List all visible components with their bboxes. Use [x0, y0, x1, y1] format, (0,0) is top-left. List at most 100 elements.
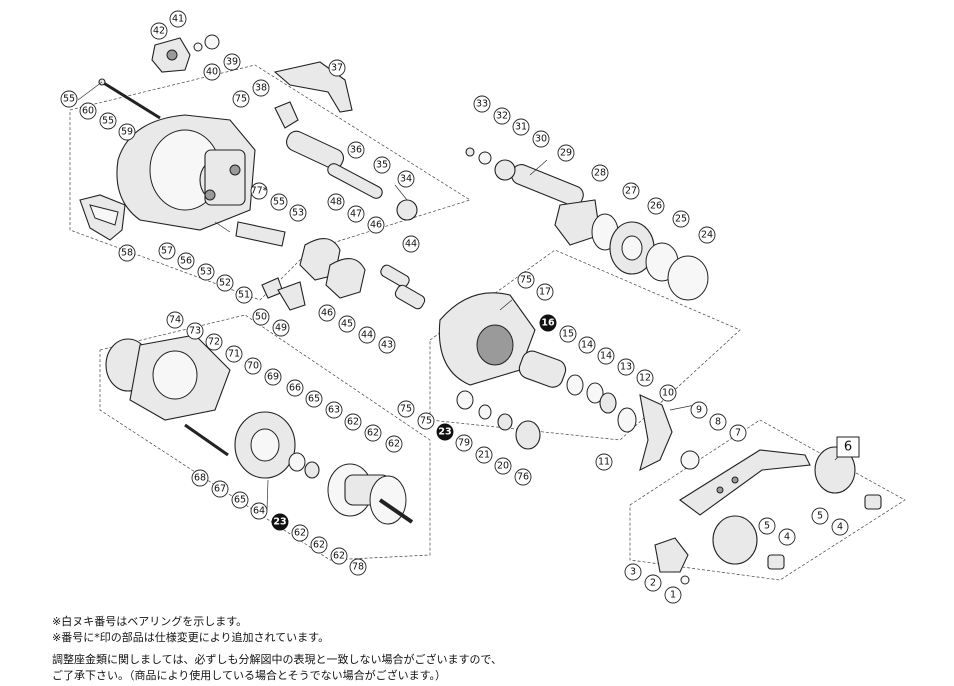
- svg-text:1: 1: [670, 590, 676, 601]
- callout-46b: 46: [318, 304, 336, 322]
- callout-3: 3: [624, 563, 642, 581]
- callout-74: 74: [166, 311, 184, 329]
- callout-57: 57: [158, 242, 176, 260]
- svg-text:39: 39: [226, 57, 238, 68]
- callout-46a: 46: [367, 216, 385, 234]
- svg-text:53: 53: [200, 267, 212, 278]
- callout-63: 63: [325, 401, 343, 419]
- note-shims-cont: ご了承下さい。（商品により使用している場合とそうでない場合がございます。）: [52, 669, 447, 682]
- callout-49: 49: [272, 319, 290, 337]
- svg-text:56: 56: [180, 256, 192, 267]
- callout-52: 52: [216, 274, 234, 292]
- callout-20: 20: [494, 457, 512, 475]
- svg-text:44: 44: [405, 239, 417, 250]
- svg-text:23: 23: [273, 517, 286, 528]
- callout-1: 1: [664, 586, 682, 604]
- callout-64: 64: [250, 502, 268, 520]
- callout-53b: 53: [197, 263, 215, 281]
- svg-text:48: 48: [330, 197, 342, 208]
- svg-text:40: 40: [206, 67, 218, 78]
- callout-16: 16: [539, 314, 557, 332]
- callout-25: 25: [672, 210, 690, 228]
- clutch-plates: [235, 221, 426, 311]
- callout-78: 78: [349, 558, 367, 576]
- callout-14a: 14: [578, 336, 596, 354]
- callout-59: 59: [118, 123, 136, 141]
- svg-text:68: 68: [194, 473, 206, 484]
- svg-text:6: 6: [844, 440, 852, 455]
- star-drag: [639, 394, 700, 472]
- callout-62b: 62: [364, 424, 382, 442]
- svg-text:2: 2: [650, 578, 656, 589]
- callout-60: 60: [79, 102, 97, 120]
- svg-text:16: 16: [541, 318, 555, 329]
- svg-text:51: 51: [238, 290, 250, 301]
- svg-text:70: 70: [247, 361, 259, 372]
- svg-text:78: 78: [352, 562, 364, 573]
- callout-11: 11: [595, 453, 613, 471]
- svg-text:4: 4: [837, 522, 843, 533]
- svg-text:41: 41: [172, 14, 184, 25]
- clutch-cam: [151, 34, 220, 73]
- callout-38: 38: [252, 79, 270, 97]
- svg-text:37: 37: [331, 63, 343, 74]
- svg-text:53: 53: [292, 208, 304, 219]
- svg-text:21: 21: [478, 450, 490, 461]
- svg-text:62: 62: [294, 528, 306, 539]
- svg-text:14: 14: [600, 351, 612, 362]
- callout-26: 26: [647, 197, 665, 215]
- svg-text:62: 62: [347, 417, 359, 428]
- svg-text:5: 5: [817, 511, 823, 522]
- callout-35: 35: [373, 156, 391, 174]
- bearings-middle: [456, 390, 541, 450]
- svg-text:66: 66: [289, 383, 301, 394]
- callout-39: 39: [223, 53, 241, 71]
- callout-62d: 62: [291, 524, 309, 542]
- svg-text:62: 62: [313, 540, 325, 551]
- svg-text:62: 62: [388, 439, 400, 450]
- callout-69: 69: [264, 368, 282, 386]
- callout-55a: 55: [60, 90, 78, 108]
- spool: [327, 463, 414, 525]
- callout-73: 73: [186, 322, 204, 340]
- svg-text:45: 45: [341, 319, 353, 330]
- svg-text:30: 30: [535, 134, 547, 145]
- svg-text:58: 58: [121, 248, 133, 259]
- svg-text:75: 75: [520, 275, 532, 286]
- svg-text:13: 13: [620, 362, 632, 373]
- callout-55b: 55: [99, 112, 117, 130]
- callout-6: 6: [836, 436, 860, 458]
- svg-text:17: 17: [539, 287, 551, 298]
- svg-text:75: 75: [420, 416, 432, 427]
- callout-5a: 5: [811, 507, 829, 525]
- svg-text:71: 71: [228, 349, 240, 360]
- callout-7: 7: [729, 424, 747, 442]
- svg-text:79: 79: [458, 438, 470, 449]
- callout-41: 41: [169, 10, 187, 28]
- callout-21: 21: [475, 446, 493, 464]
- callout-9: 9: [690, 401, 708, 419]
- callout-13: 13: [617, 358, 635, 376]
- svg-text:33: 33: [476, 99, 488, 110]
- callout-44b: 44: [358, 326, 376, 344]
- callout-45: 45: [338, 315, 356, 333]
- callout-65b: 65: [231, 491, 249, 509]
- svg-text:44: 44: [361, 330, 373, 341]
- svg-text:64: 64: [253, 506, 265, 517]
- svg-text:5: 5: [764, 521, 770, 532]
- left-side-cover: [105, 334, 231, 457]
- svg-text:23: 23: [438, 427, 451, 438]
- svg-text:20: 20: [497, 461, 509, 472]
- callout-68: 68: [191, 469, 209, 487]
- svg-text:43: 43: [381, 340, 393, 351]
- level-wind-rod: [98, 78, 161, 120]
- callout-50: 50: [252, 308, 270, 326]
- svg-text:50: 50: [255, 312, 267, 323]
- callout-56: 56: [177, 252, 195, 270]
- svg-text:69: 69: [267, 372, 279, 383]
- callout-5b: 5: [758, 517, 776, 535]
- callout-30: 30: [532, 130, 550, 148]
- svg-text:12: 12: [639, 373, 651, 384]
- svg-text:47: 47: [350, 209, 362, 220]
- drive-gear-stack: [465, 147, 709, 301]
